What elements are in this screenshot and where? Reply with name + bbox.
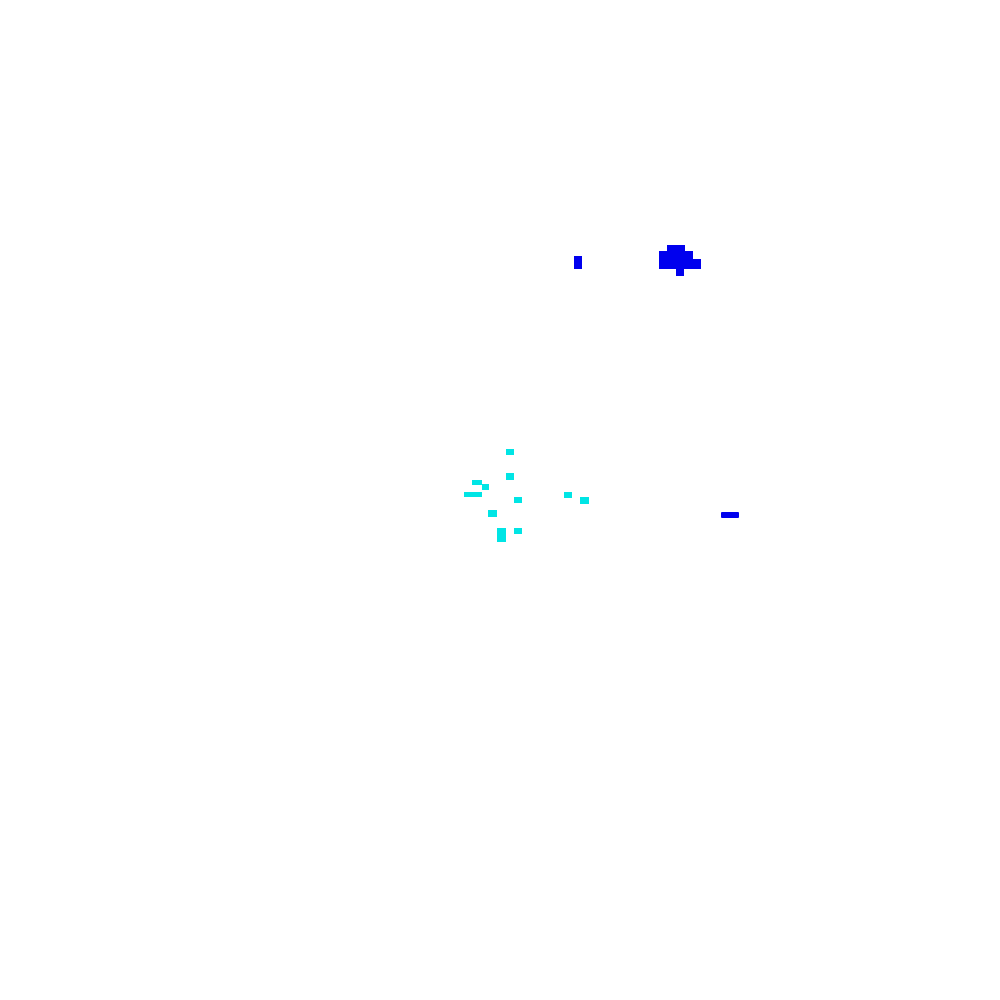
- cyan-dot-5: [580, 497, 589, 504]
- blue-blob-large-mid: [659, 251, 693, 259]
- blue-blob-large-top: [667, 245, 685, 251]
- cyan-dot-1: [506, 449, 514, 455]
- cyan-arc-top: [472, 480, 482, 485]
- blue-dash-right: [721, 512, 739, 518]
- blue-blob-large-body: [659, 259, 701, 269]
- cyan-dot-6: [488, 510, 497, 517]
- cyan-dot-4: [564, 492, 572, 498]
- cyan-dot-7: [497, 528, 506, 542]
- cyan-dot-3: [514, 497, 522, 503]
- cyan-bar: [464, 492, 482, 497]
- blue-blob-small: [574, 256, 582, 269]
- blue-blob-large-tail: [676, 269, 684, 276]
- cyan-dot-2: [506, 473, 514, 480]
- cyan-dot-8: [514, 528, 522, 534]
- cyan-arc-side: [482, 484, 489, 490]
